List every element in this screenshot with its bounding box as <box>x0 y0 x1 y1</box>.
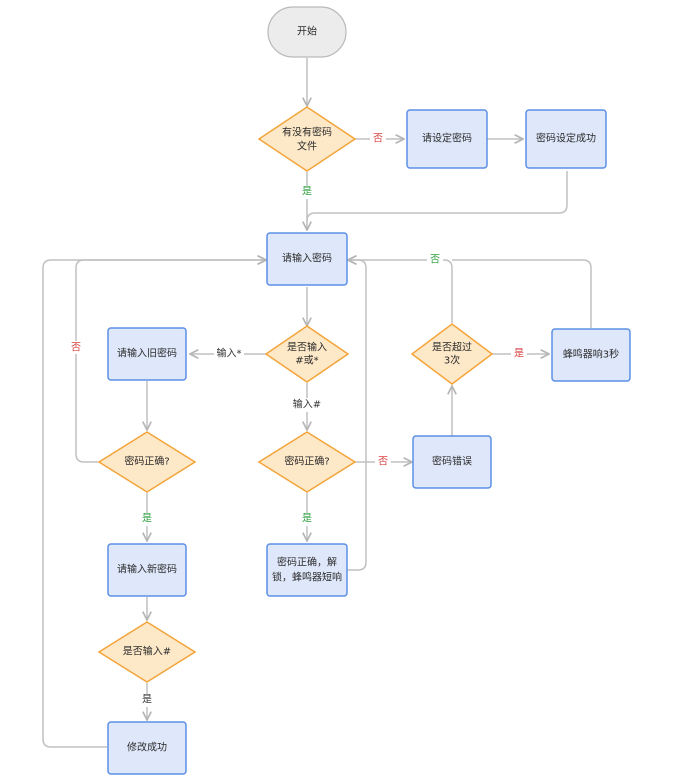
modify-ok-label: 修改成功 <box>127 741 167 754</box>
label-no-file: 否 <box>373 133 383 145</box>
edge-modify-ok-loop <box>42 260 266 748</box>
process-set-pwd: 请设定密码 <box>406 109 488 169</box>
pwd-correct-label: 密码正确? <box>284 455 329 468</box>
label-old-no: 否 <box>71 342 81 354</box>
unlock-line1: 密码正确，解 <box>277 556 337 569</box>
start-label: 开始 <box>297 25 317 38</box>
label-input-star: 输入* <box>217 347 242 360</box>
process-buzzer: 蜂鸣器响3秒 <box>551 328 631 382</box>
decision-has-pwd-file: 有没有密码 文件 <box>257 106 357 172</box>
process-unlock: 密码正确，解 锁，蜂鸣器短响 <box>266 543 348 597</box>
set-pwd-label: 请设定密码 <box>422 132 472 145</box>
label-new-yes: 是 <box>142 694 152 706</box>
process-enter-pwd: 请输入密码 <box>266 232 348 286</box>
enter-old-label: 请输入旧密码 <box>117 347 177 360</box>
pwd-error-label: 密码错误 <box>432 455 472 468</box>
decision-new-hash: 是否输入# <box>97 621 197 683</box>
old-correct-label: 密码正确? <box>124 455 169 468</box>
label-input-hash: 输入# <box>293 398 321 411</box>
has-pwd-file-line1: 有没有密码 <box>282 126 332 139</box>
has-pwd-file-line2: 文件 <box>297 140 317 153</box>
new-hash-label: 是否输入# <box>123 645 171 658</box>
process-enter-old: 请输入旧密码 <box>107 327 187 381</box>
label-old-yes: 是 <box>142 513 152 525</box>
decision-pwd-correct: 密码正确? <box>257 431 357 493</box>
decision-old-correct: 密码正确? <box>97 431 197 493</box>
edge-set-ok-to-enter-pwd <box>306 171 568 222</box>
start-node: 开始 <box>267 6 347 58</box>
edge-buzzer-loop <box>452 259 592 328</box>
decision-over-3: 是否超过 3次 <box>410 323 494 385</box>
process-pwd-error: 密码错误 <box>412 435 492 489</box>
label-pwd-no: 否 <box>378 456 388 468</box>
over3-line1: 是否超过 <box>432 341 472 354</box>
unlock-line2: 锁，蜂鸣器短响 <box>272 571 342 584</box>
edge-unlock-loop <box>347 260 367 571</box>
label-over-no: 否 <box>430 254 440 266</box>
enter-new-label: 请输入新密码 <box>117 563 177 576</box>
buzzer-label: 蜂鸣器响3秒 <box>563 348 619 361</box>
process-modify-ok: 修改成功 <box>107 721 187 775</box>
enter-pwd-label: 请输入密码 <box>282 252 332 265</box>
process-enter-new: 请输入新密码 <box>107 543 187 597</box>
process-set-pwd-ok: 密码设定成功 <box>525 109 607 169</box>
label-yes-file: 是 <box>302 186 312 198</box>
input-choice-line1: 是否输入 <box>287 341 327 354</box>
set-pwd-ok-label: 密码设定成功 <box>536 132 596 145</box>
edge-over3-no-loop <box>348 260 453 323</box>
decision-input-choice: 是否输入 #或* <box>264 325 350 383</box>
input-choice-line2: #或* <box>295 355 318 367</box>
label-over-yes: 是 <box>514 348 524 360</box>
over3-line2: 3次 <box>444 354 460 367</box>
edge-labels: 否 是 输入* 输入# 否 是 是 否 是 是 否 <box>68 133 527 707</box>
label-pwd-yes: 是 <box>302 513 312 525</box>
